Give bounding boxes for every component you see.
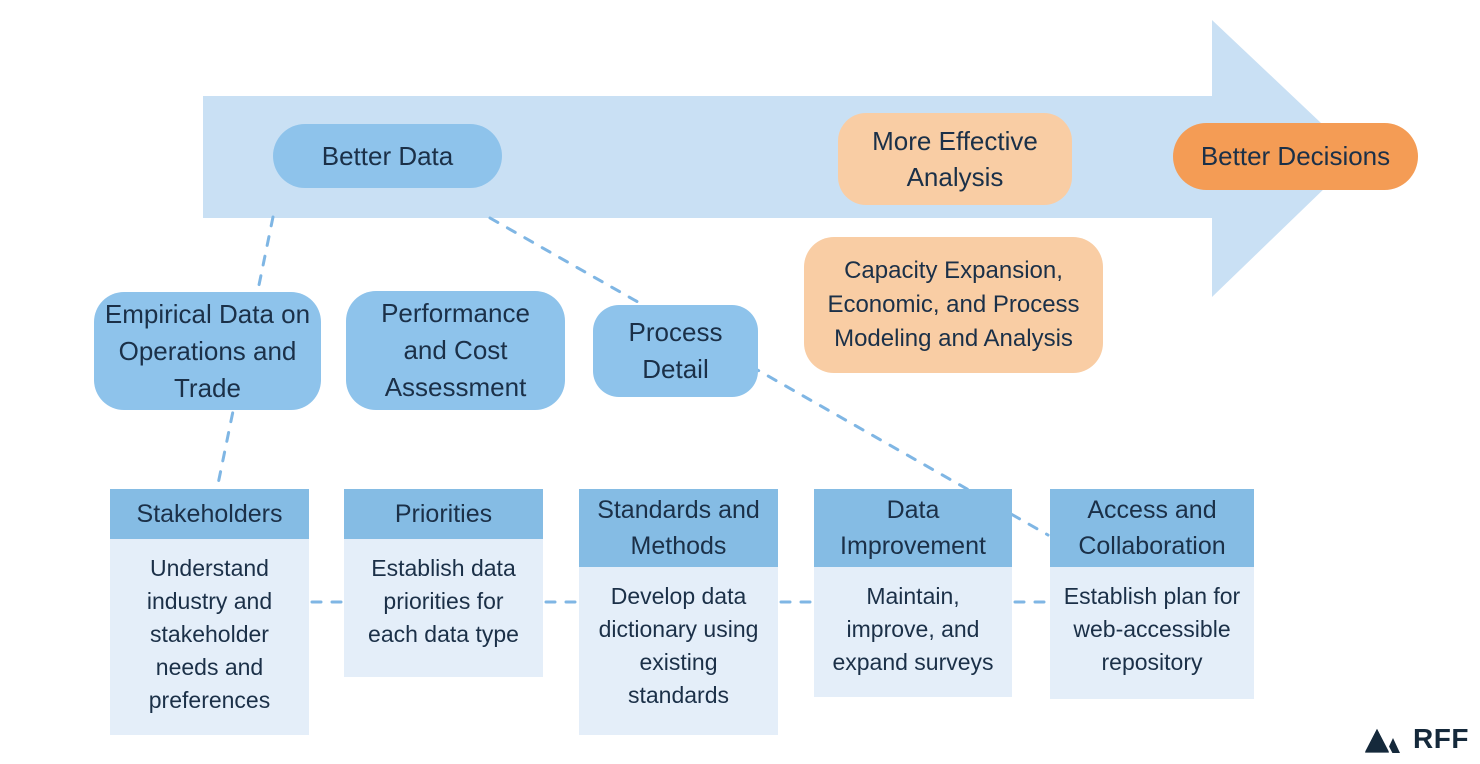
data-box-process-detail: Process Detail <box>593 305 758 397</box>
more-effective-analysis-box: More Effective Analysis <box>838 113 1072 205</box>
step-body: Maintain, improve, and expand surveys <box>814 567 1012 697</box>
step-title: Standards and Methods <box>597 496 760 560</box>
step-box-priorities: Priorities Establish data priorities for… <box>344 489 543 677</box>
flow-arrow-shape <box>203 20 1357 297</box>
step-box-stakeholders: Stakeholders Understand industry and sta… <box>110 489 309 735</box>
step-body: Develop data dictionary using existing s… <box>579 567 778 735</box>
step-body: Understand industry and stakeholder need… <box>110 539 309 735</box>
more-effective-analysis-label: More Effective Analysis <box>872 126 1038 192</box>
data-box-performance-label: Performance and Cost Assessment <box>381 298 530 402</box>
step-body: Establish plan for web-accessible reposi… <box>1050 567 1254 699</box>
step-description: Maintain, improve, and expand surveys <box>832 583 994 675</box>
better-decisions-label: Better Decisions <box>1200 141 1391 171</box>
data-box-process-detail-label: Process Detail <box>628 317 723 384</box>
step-title: Data Improvement <box>840 496 986 560</box>
step-description: Develop data dictionary using existing s… <box>598 583 759 708</box>
step-title: Stakeholders <box>136 500 283 528</box>
step-description: Understand industry and stakeholder need… <box>146 555 273 713</box>
step-header: Data Improvement <box>814 489 1012 567</box>
data-box-empirical-label: Empirical Data on Operations and Trade <box>104 298 311 403</box>
mountains-icon <box>1363 724 1400 754</box>
step-header: Standards and Methods <box>579 489 778 567</box>
step-header: Priorities <box>344 489 543 539</box>
step-box-data-improvement: Data Improvement Maintain, improve, and … <box>814 489 1012 697</box>
analysis-note-label: Capacity Expansion, Economic, and Proces… <box>827 257 1080 352</box>
step-description: Establish plan for web-accessible reposi… <box>1063 583 1241 675</box>
analysis-note-box: Capacity Expansion, Economic, and Proces… <box>804 237 1103 373</box>
data-box-performance: Performance and Cost Assessment <box>346 291 565 410</box>
connector-better-data-to-access-collaboration <box>488 216 1050 537</box>
step-description: Establish data priorities for each data … <box>368 555 519 647</box>
rff-logo-text: RFF <box>1413 723 1469 754</box>
step-title: Priorities <box>394 500 493 528</box>
step-box-standards-methods: Standards and Methods Develop data dicti… <box>579 489 778 735</box>
step-header: Access and Collaboration <box>1050 489 1254 567</box>
step-title: Access and Collaboration <box>1078 496 1226 560</box>
better-data-label: Better Data <box>321 140 454 171</box>
data-box-empirical: Empirical Data on Operations and Trade <box>94 292 321 410</box>
step-header: Stakeholders <box>110 489 309 539</box>
better-decisions-pill: Better Decisions <box>1173 123 1418 190</box>
rff-logo: RFF <box>1363 723 1469 755</box>
step-box-access-collaboration: Access and Collaboration Establish plan … <box>1050 489 1254 699</box>
step-body: Establish data priorities for each data … <box>344 539 543 677</box>
better-data-pill: Better Data <box>273 124 502 188</box>
